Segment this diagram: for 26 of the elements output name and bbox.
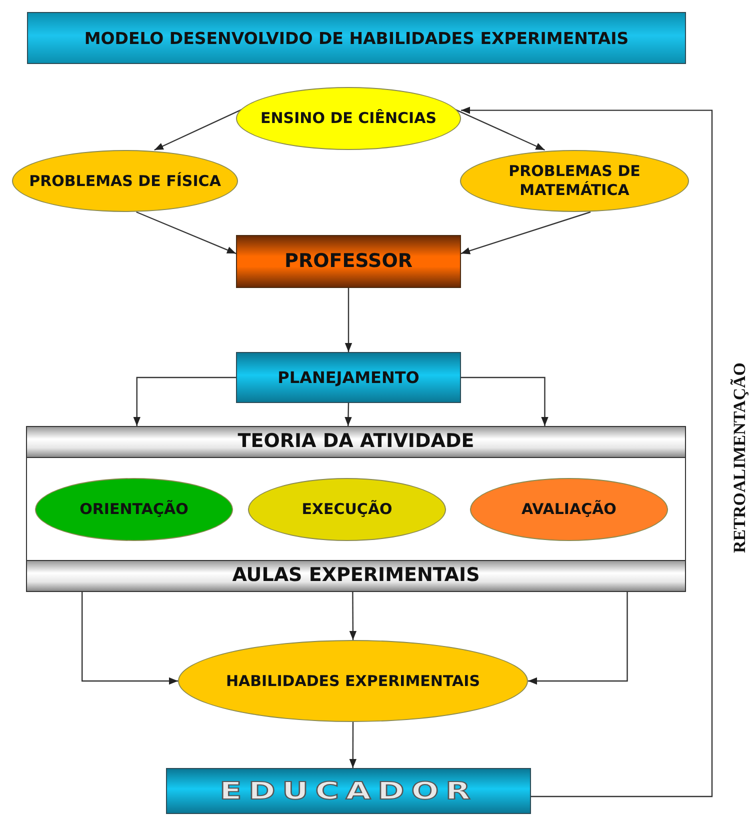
title-banner: MODELO DESENVOLVIDO DE HABILIDADES EXPERIMENTAIS — [27, 12, 686, 64]
ellipse-node: HABILIDADES EXPERIMENTAIS — [178, 640, 528, 722]
ellipse-node: ENSINO DE CIÊNCIAS — [236, 87, 461, 150]
ellipse-node: EXECUÇÃO — [248, 478, 446, 541]
arrow — [461, 376, 548, 426]
arrow — [136, 211, 236, 254]
process-box: PLANEJAMENTO — [236, 352, 461, 403]
arrow — [528, 592, 628, 685]
ellipse-node: PROBLEMAS DE MATEMÁTICA — [460, 150, 689, 212]
ellipse-node: ORIENTAÇÃO — [35, 478, 233, 541]
panel-heading: TEORIA DA ATIVIDADE — [27, 427, 685, 458]
arrow — [344, 288, 352, 352]
arrow — [349, 592, 357, 640]
ellipse-node: PROBLEMAS DE FÍSICA — [12, 150, 238, 212]
node-label: EDUCADOR — [220, 776, 478, 806]
process-box: PROFESSOR — [236, 235, 461, 288]
arrow — [82, 592, 178, 685]
arrow — [460, 211, 591, 254]
arrow — [133, 376, 236, 426]
ellipse-node: AVALIAÇÃO — [470, 478, 668, 541]
panel-footer: AULAS EXPERIMENTAIS — [27, 560, 685, 591]
process-box — [166, 768, 531, 814]
arrow — [344, 402, 352, 426]
activity-panel — [26, 426, 686, 592]
arrow — [461, 106, 713, 798]
arrow — [349, 722, 356, 768]
